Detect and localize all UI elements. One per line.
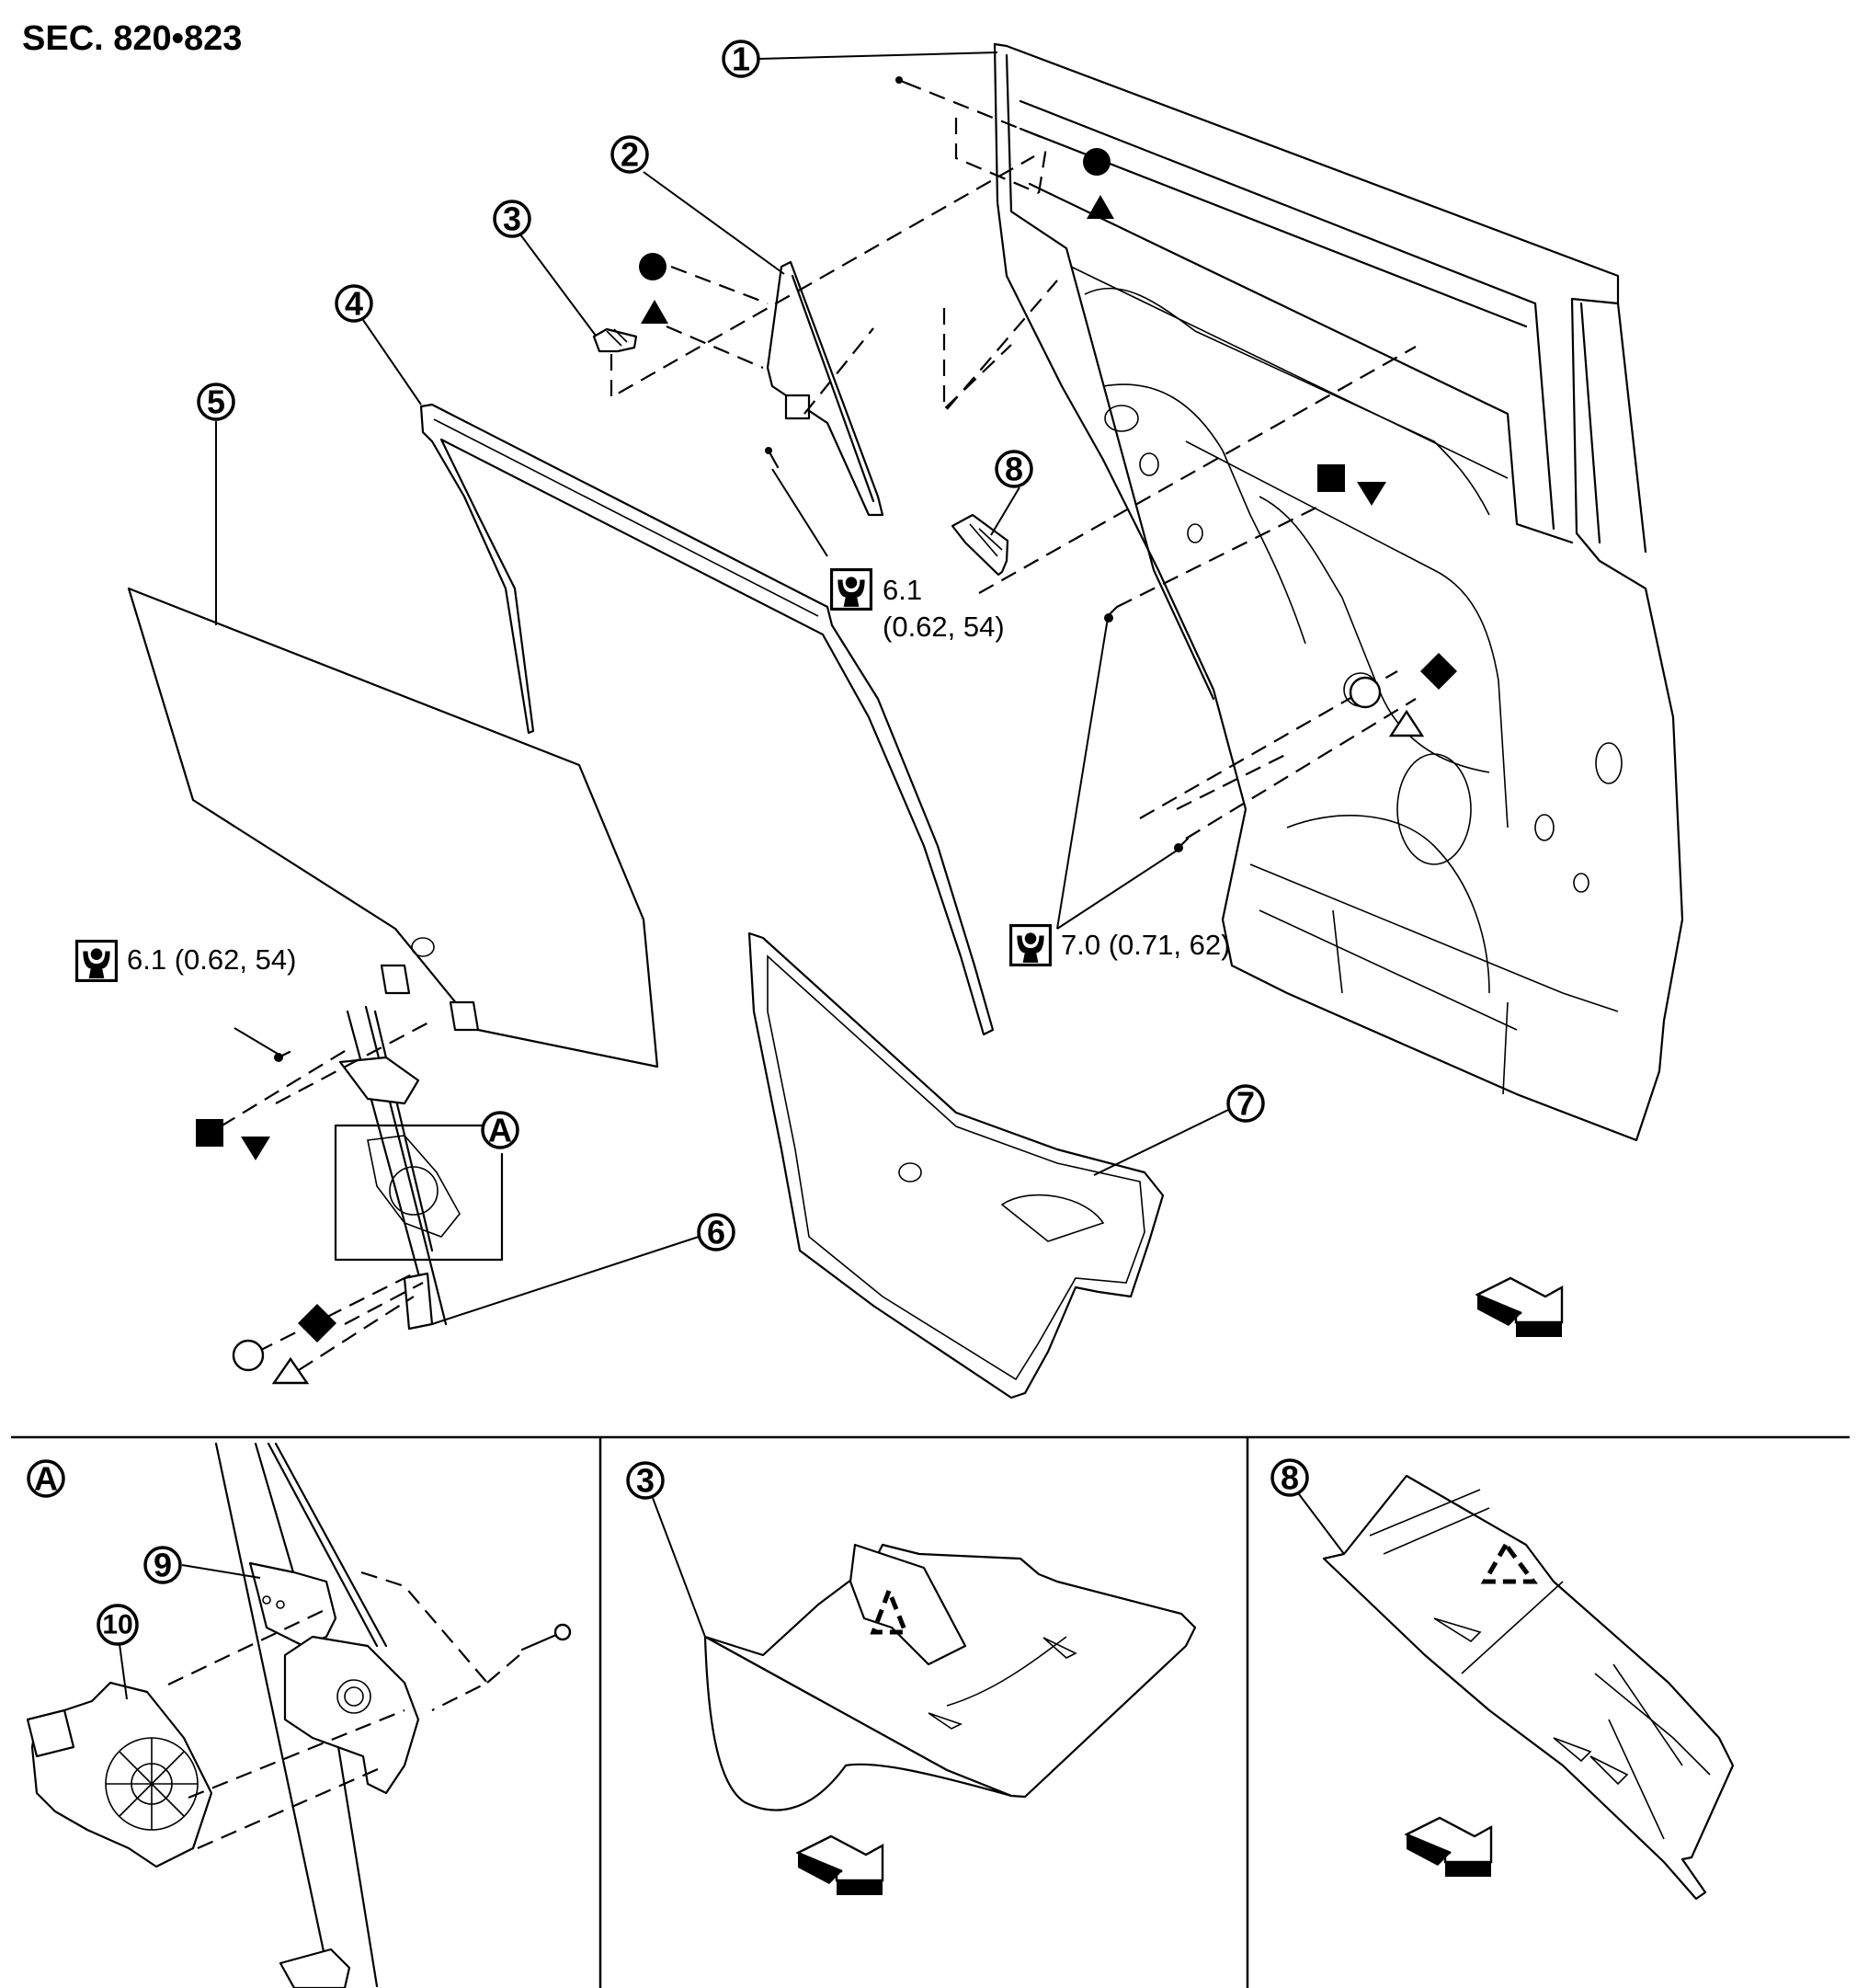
svg-text:6.1 (0.62, 54): 6.1 (0.62, 54) xyxy=(127,943,296,976)
callout-3: 3 xyxy=(493,200,531,238)
svg-text:7.0 (0.71, 62): 7.0 (0.71, 62) xyxy=(1061,929,1230,961)
callout-5: 5 xyxy=(197,383,235,421)
front-direction-arrow-icon xyxy=(1475,1276,1564,1337)
svg-text:6: 6 xyxy=(707,1214,725,1251)
filled-circle-marker xyxy=(639,253,666,280)
screw-part2 xyxy=(765,447,780,469)
detail-3-label xyxy=(626,1461,665,1500)
hidden-clip-triangle-marker xyxy=(870,1584,909,1635)
markers xyxy=(196,148,1457,1385)
torque-wrench-icon xyxy=(75,940,118,982)
svg-text:8: 8 xyxy=(1281,1459,1299,1497)
detail-a-inset xyxy=(334,1124,504,1262)
detail-8-label xyxy=(1270,1458,1309,1497)
motor-part10 xyxy=(26,1681,213,1868)
motor-bolt xyxy=(520,1623,572,1651)
svg-text:3: 3 xyxy=(636,1462,655,1500)
bracket-part8 xyxy=(951,513,1009,577)
window-regulator-part6 xyxy=(338,1005,448,1331)
filled-down-triangle-marker xyxy=(241,1137,270,1160)
svg-text:8: 8 xyxy=(1005,451,1023,488)
open-circle-marker xyxy=(232,1339,265,1372)
callout-4: 4 xyxy=(335,284,373,323)
svg-text:A: A xyxy=(34,1460,58,1498)
svg-text:7: 7 xyxy=(1236,1085,1255,1123)
svg-text:2: 2 xyxy=(621,136,639,174)
svg-text:3: 3 xyxy=(503,200,521,238)
svg-text:5: 5 xyxy=(207,383,225,421)
leader-lines xyxy=(215,51,1229,1325)
callout-2: 2 xyxy=(610,135,649,174)
regulator-bolt-upper xyxy=(1104,605,1119,623)
filled-triangle-marker xyxy=(1087,195,1114,219)
bracket-part9 xyxy=(248,1561,337,1648)
filled-diamond-marker xyxy=(1420,653,1457,690)
detail-panel-bracket-8: 8 xyxy=(1270,1458,1735,1901)
torque-wrench-icon xyxy=(1009,924,1052,966)
torque-wrench-icon xyxy=(830,568,872,611)
svg-text:4: 4 xyxy=(345,285,363,323)
detail-panel-a: A xyxy=(26,1442,572,1988)
torque-spec-regulator-bolts: 7.0 (0.71, 62) xyxy=(1009,924,1230,966)
front-direction-arrow-icon xyxy=(1405,1816,1493,1877)
filled-triangle-marker xyxy=(641,300,668,324)
hidden-clip-triangle-marker xyxy=(1480,1540,1538,1584)
callout-7: 7 xyxy=(1226,1084,1265,1123)
torque-spec-glass-bolt: 6.1 (0.62, 54) xyxy=(75,940,296,982)
torque-spec-part2-screw: 6.1 (0.62, 54) xyxy=(830,568,1005,643)
door-glass-part5 xyxy=(127,587,659,1068)
callout-9 xyxy=(143,1546,182,1584)
svg-text:10: 10 xyxy=(102,1610,132,1640)
open-triangle-marker xyxy=(1388,709,1425,737)
svg-text:(0.62, 54): (0.62, 54) xyxy=(883,611,1005,643)
svg-text:1: 1 xyxy=(732,40,750,78)
filled-diamond-marker xyxy=(298,1304,336,1342)
front-direction-arrow-icon xyxy=(796,1834,884,1895)
section-title: SEC. 820•823 xyxy=(22,19,242,58)
open-triangle-marker xyxy=(271,1356,310,1385)
svg-text:9: 9 xyxy=(154,1547,172,1584)
filled-square-marker xyxy=(1317,464,1345,492)
svg-text:6.1: 6.1 xyxy=(883,574,922,606)
clip-part3 xyxy=(592,327,638,353)
filled-circle-marker xyxy=(1083,148,1111,176)
callout-10 xyxy=(97,1604,139,1646)
callout-detail-a: A xyxy=(481,1111,519,1149)
callout-6: 6 xyxy=(697,1213,735,1251)
detail-a-label xyxy=(27,1459,65,1498)
svg-text:A: A xyxy=(488,1112,512,1149)
sealing-screen-part7 xyxy=(747,931,1165,1400)
glass-run-part4 xyxy=(419,403,995,1036)
open-circle-marker xyxy=(1349,676,1382,709)
callout-1: 1 xyxy=(722,40,760,78)
glass-bolt xyxy=(274,1050,291,1062)
filled-down-triangle-marker xyxy=(1357,482,1386,506)
filled-square-marker xyxy=(196,1119,223,1147)
callout-8: 8 xyxy=(995,450,1033,488)
detail-panel-clip-3: 3 xyxy=(626,1461,1197,1811)
